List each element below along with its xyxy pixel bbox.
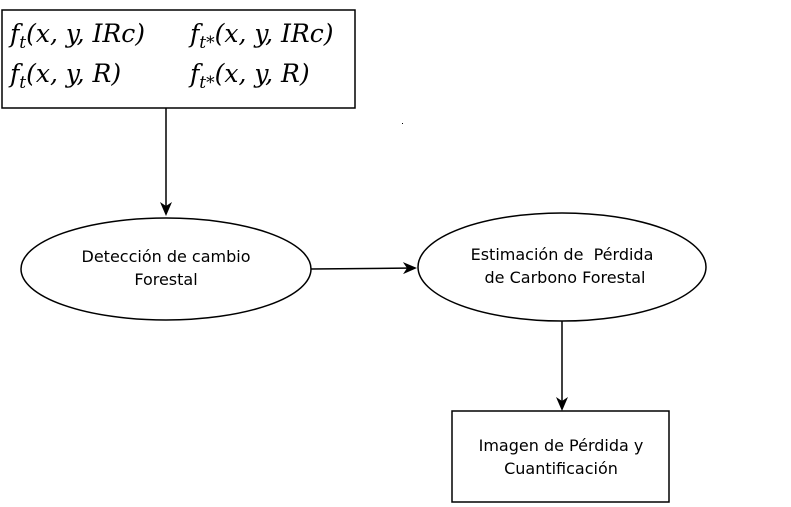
formula-ft-r: ft(x, y, R): [8, 59, 121, 93]
node-deteccion-cambio: Detección de cambio Forestal: [20, 217, 312, 321]
node-estimacion-perdida: Estimación de Pérdida de Carbono Foresta…: [417, 212, 707, 322]
formula-ft-irc: ft(x, y, IRc): [8, 19, 145, 53]
node-deteccion-label-1: Detección de cambio: [82, 247, 251, 266]
node-estimacion-shape: [417, 212, 707, 322]
node-deteccion-label-2: Forestal: [134, 270, 197, 289]
node-estimacion-label-2: de Carbono Forestal: [485, 268, 646, 287]
stray-dot: [402, 123, 403, 124]
node-imagen-label-2: Cuantificación: [504, 459, 618, 478]
node-estimacion-label-1: Estimación de Pérdida: [471, 245, 654, 264]
formula-ftstar-r: ft*(x, y, R): [188, 59, 310, 93]
formula-ftstar-irc: ft*(x, y, IRc): [188, 19, 334, 53]
input-box: ft(x, y, IRc) ft*(x, y, IRc) ft(x, y, R)…: [1, 9, 356, 109]
node-imagen-frame: [451, 410, 670, 503]
node-imagen-label-1: Imagen de Pérdida y: [479, 436, 644, 455]
node-deteccion-shape: [20, 217, 312, 321]
node-imagen-cuantificacion: Imagen de Pérdida y Cuantificación: [451, 410, 670, 503]
input-box-frame: [1, 9, 356, 109]
arrow-deteccion-to-estimacion: [310, 262, 417, 275]
